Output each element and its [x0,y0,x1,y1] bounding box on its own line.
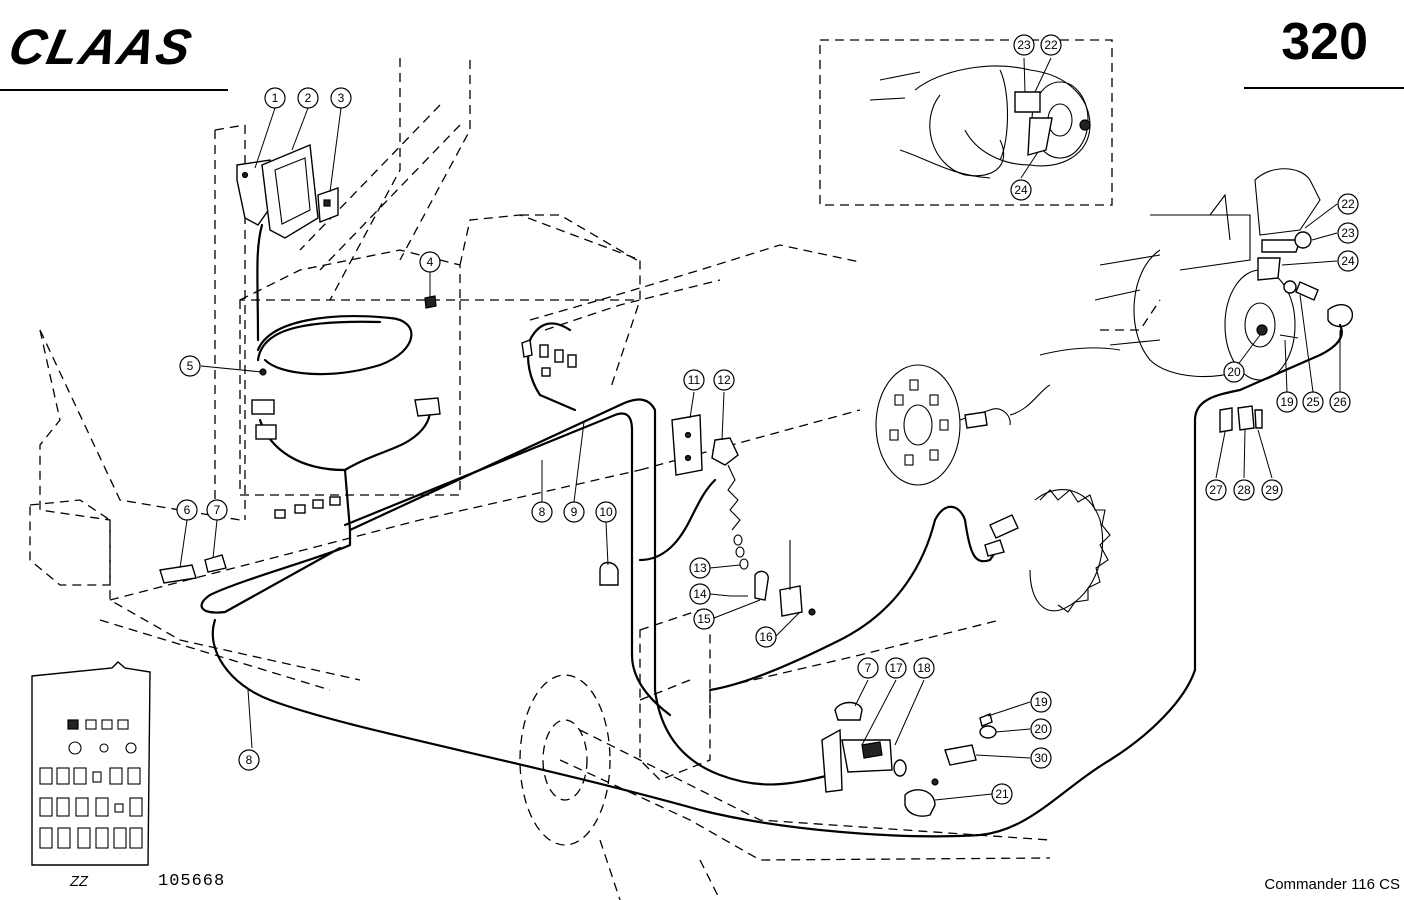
callout-20-bottom: 20 [1030,718,1052,740]
svg-text:24: 24 [1014,183,1028,197]
svg-text:27: 27 [1209,483,1223,497]
detail-inset [819,39,1113,206]
callout-19-top: 19 [1276,391,1298,413]
svg-text:14: 14 [693,587,707,601]
svg-text:5: 5 [187,359,194,373]
svg-text:7: 7 [865,661,872,675]
callout-15: 15 [693,608,715,630]
leader-lines [179,57,1341,801]
footer-code: ZZ [70,874,89,891]
callout-4: 4 [419,251,441,273]
callout-14: 14 [689,583,711,605]
callout-23-inset: 23 [1013,34,1035,56]
svg-text:19: 19 [1280,395,1294,409]
svg-text:7: 7 [214,503,221,517]
machine-icon-panel [31,661,151,866]
svg-text:26: 26 [1333,395,1347,409]
drive-gear [1029,489,1111,613]
svg-text:11: 11 [688,373,701,387]
svg-text:17: 17 [889,661,903,675]
svg-text:18: 18 [917,661,931,675]
header-frame [0,87,1404,91]
callout-5: 5 [179,355,201,377]
drawing-id: 105668 [158,872,226,891]
callout-2: 2 [297,87,319,109]
page-number: 320 [1281,13,1368,71]
machine-outline [29,58,1161,900]
svg-text:4: 4 [427,255,434,269]
svg-text:2: 2 [305,91,312,105]
svg-text:21: 21 [995,787,1009,801]
callout-17: 17 [885,657,907,679]
svg-text:3: 3 [338,91,345,105]
callout-30: 30 [1030,747,1052,769]
callout-3: 3 [330,87,352,109]
svg-text:13: 13 [693,561,707,575]
svg-text:8: 8 [539,505,546,519]
callout-26: 26 [1329,391,1351,413]
callout-24-inset: 24 [1010,179,1032,201]
svg-text:19: 19 [1034,695,1048,709]
callout-1: 1 [264,87,286,109]
svg-text:20: 20 [1034,722,1048,736]
callout-27: 27 [1205,479,1227,501]
callout-13: 13 [689,557,711,579]
callout-9: 9 [563,501,585,523]
svg-text:15: 15 [697,612,711,626]
svg-text:12: 12 [717,373,731,387]
callout-6: 6 [176,499,198,521]
callout-16: 16 [755,626,777,648]
callout-25: 25 [1302,391,1324,413]
svg-text:25: 25 [1306,395,1320,409]
callout-12: 12 [713,369,735,391]
flywheel-disc [875,364,1011,486]
svg-text:30: 30 [1034,751,1048,765]
callout-8-bottom: 8 [238,749,260,771]
callout-23-right: 23 [1337,222,1359,244]
model-name: Commander 116 CS [1264,876,1400,893]
svg-text:23: 23 [1341,226,1355,240]
callout-24-right: 24 [1337,250,1359,272]
callout-22-inset: 22 [1040,34,1062,56]
callout-8-top: 8 [531,501,553,523]
callout-7-top: 7 [206,499,228,521]
callout-29: 29 [1261,479,1283,501]
parts [159,143,1263,817]
callout-28: 28 [1233,479,1255,501]
svg-text:29: 29 [1265,483,1279,497]
svg-text:8: 8 [246,753,253,767]
callout-21: 21 [991,783,1013,805]
callout-11: 11 [683,369,705,391]
callout-7-bottom: 7 [857,657,879,679]
svg-text:10: 10 [599,505,613,519]
svg-text:24: 24 [1341,254,1355,268]
callout-20-top: 20 [1223,361,1245,383]
svg-text:1: 1 [272,91,279,105]
svg-text:16: 16 [759,630,773,644]
callout-19-bottom: 19 [1030,691,1052,713]
svg-text:20: 20 [1227,365,1241,379]
svg-text:22: 22 [1341,197,1355,211]
callout-22-right: 22 [1337,193,1359,215]
svg-text:22: 22 [1044,38,1058,52]
svg-text:28: 28 [1237,483,1251,497]
svg-text:23: 23 [1017,38,1031,52]
alternator-assembly [1039,168,1354,381]
svg-text:9: 9 [571,505,578,519]
callout-18: 18 [913,657,935,679]
svg-text:6: 6 [184,503,191,517]
wiring-harness [200,223,1343,838]
callout-10: 10 [595,501,617,523]
